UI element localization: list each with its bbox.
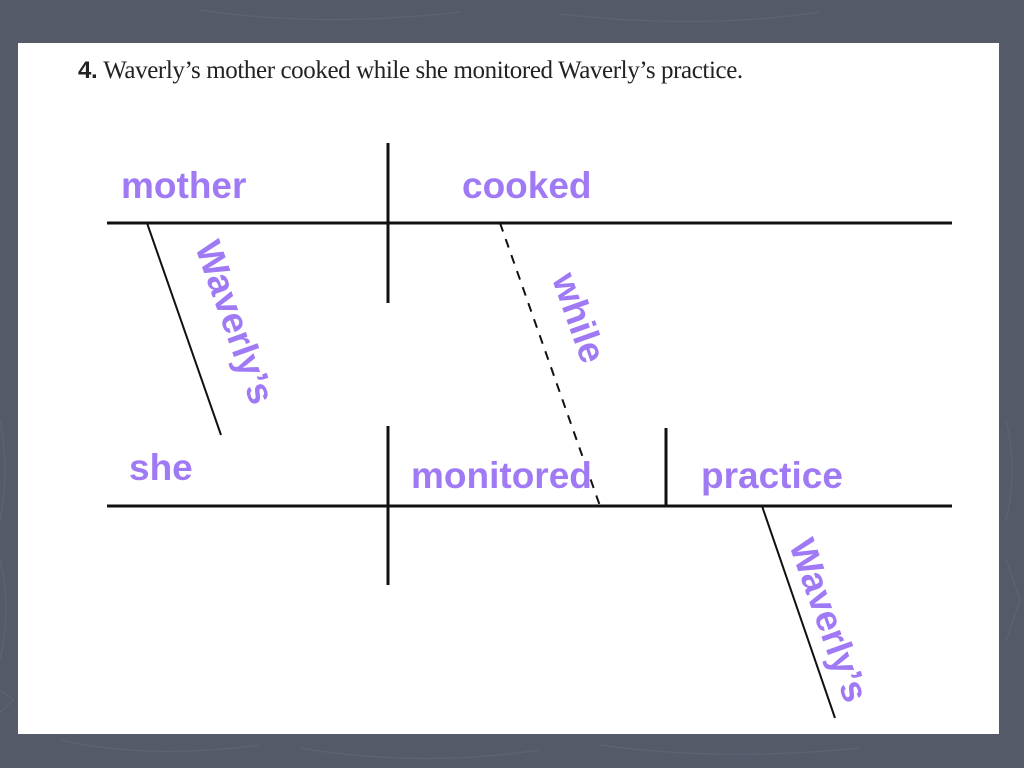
problem-number: 4. xyxy=(78,57,98,84)
sentence-heading: 4.Waverly’s mother cooked while she moni… xyxy=(78,57,743,85)
sub-modifier-slant xyxy=(761,505,836,719)
word-she: she xyxy=(129,447,193,488)
word-monitored: monitored xyxy=(411,455,592,496)
word-mother: mother xyxy=(121,165,247,206)
main-modifier-slant xyxy=(146,222,222,436)
word-practice: practice xyxy=(701,455,843,496)
slide: 4.Waverly’s mother cooked while she moni… xyxy=(18,43,999,734)
sentence-text: Waverly’s mother cooked while she monito… xyxy=(103,57,743,84)
word-cooked: cooked xyxy=(462,165,592,206)
sentence-diagram-lines xyxy=(107,143,952,719)
